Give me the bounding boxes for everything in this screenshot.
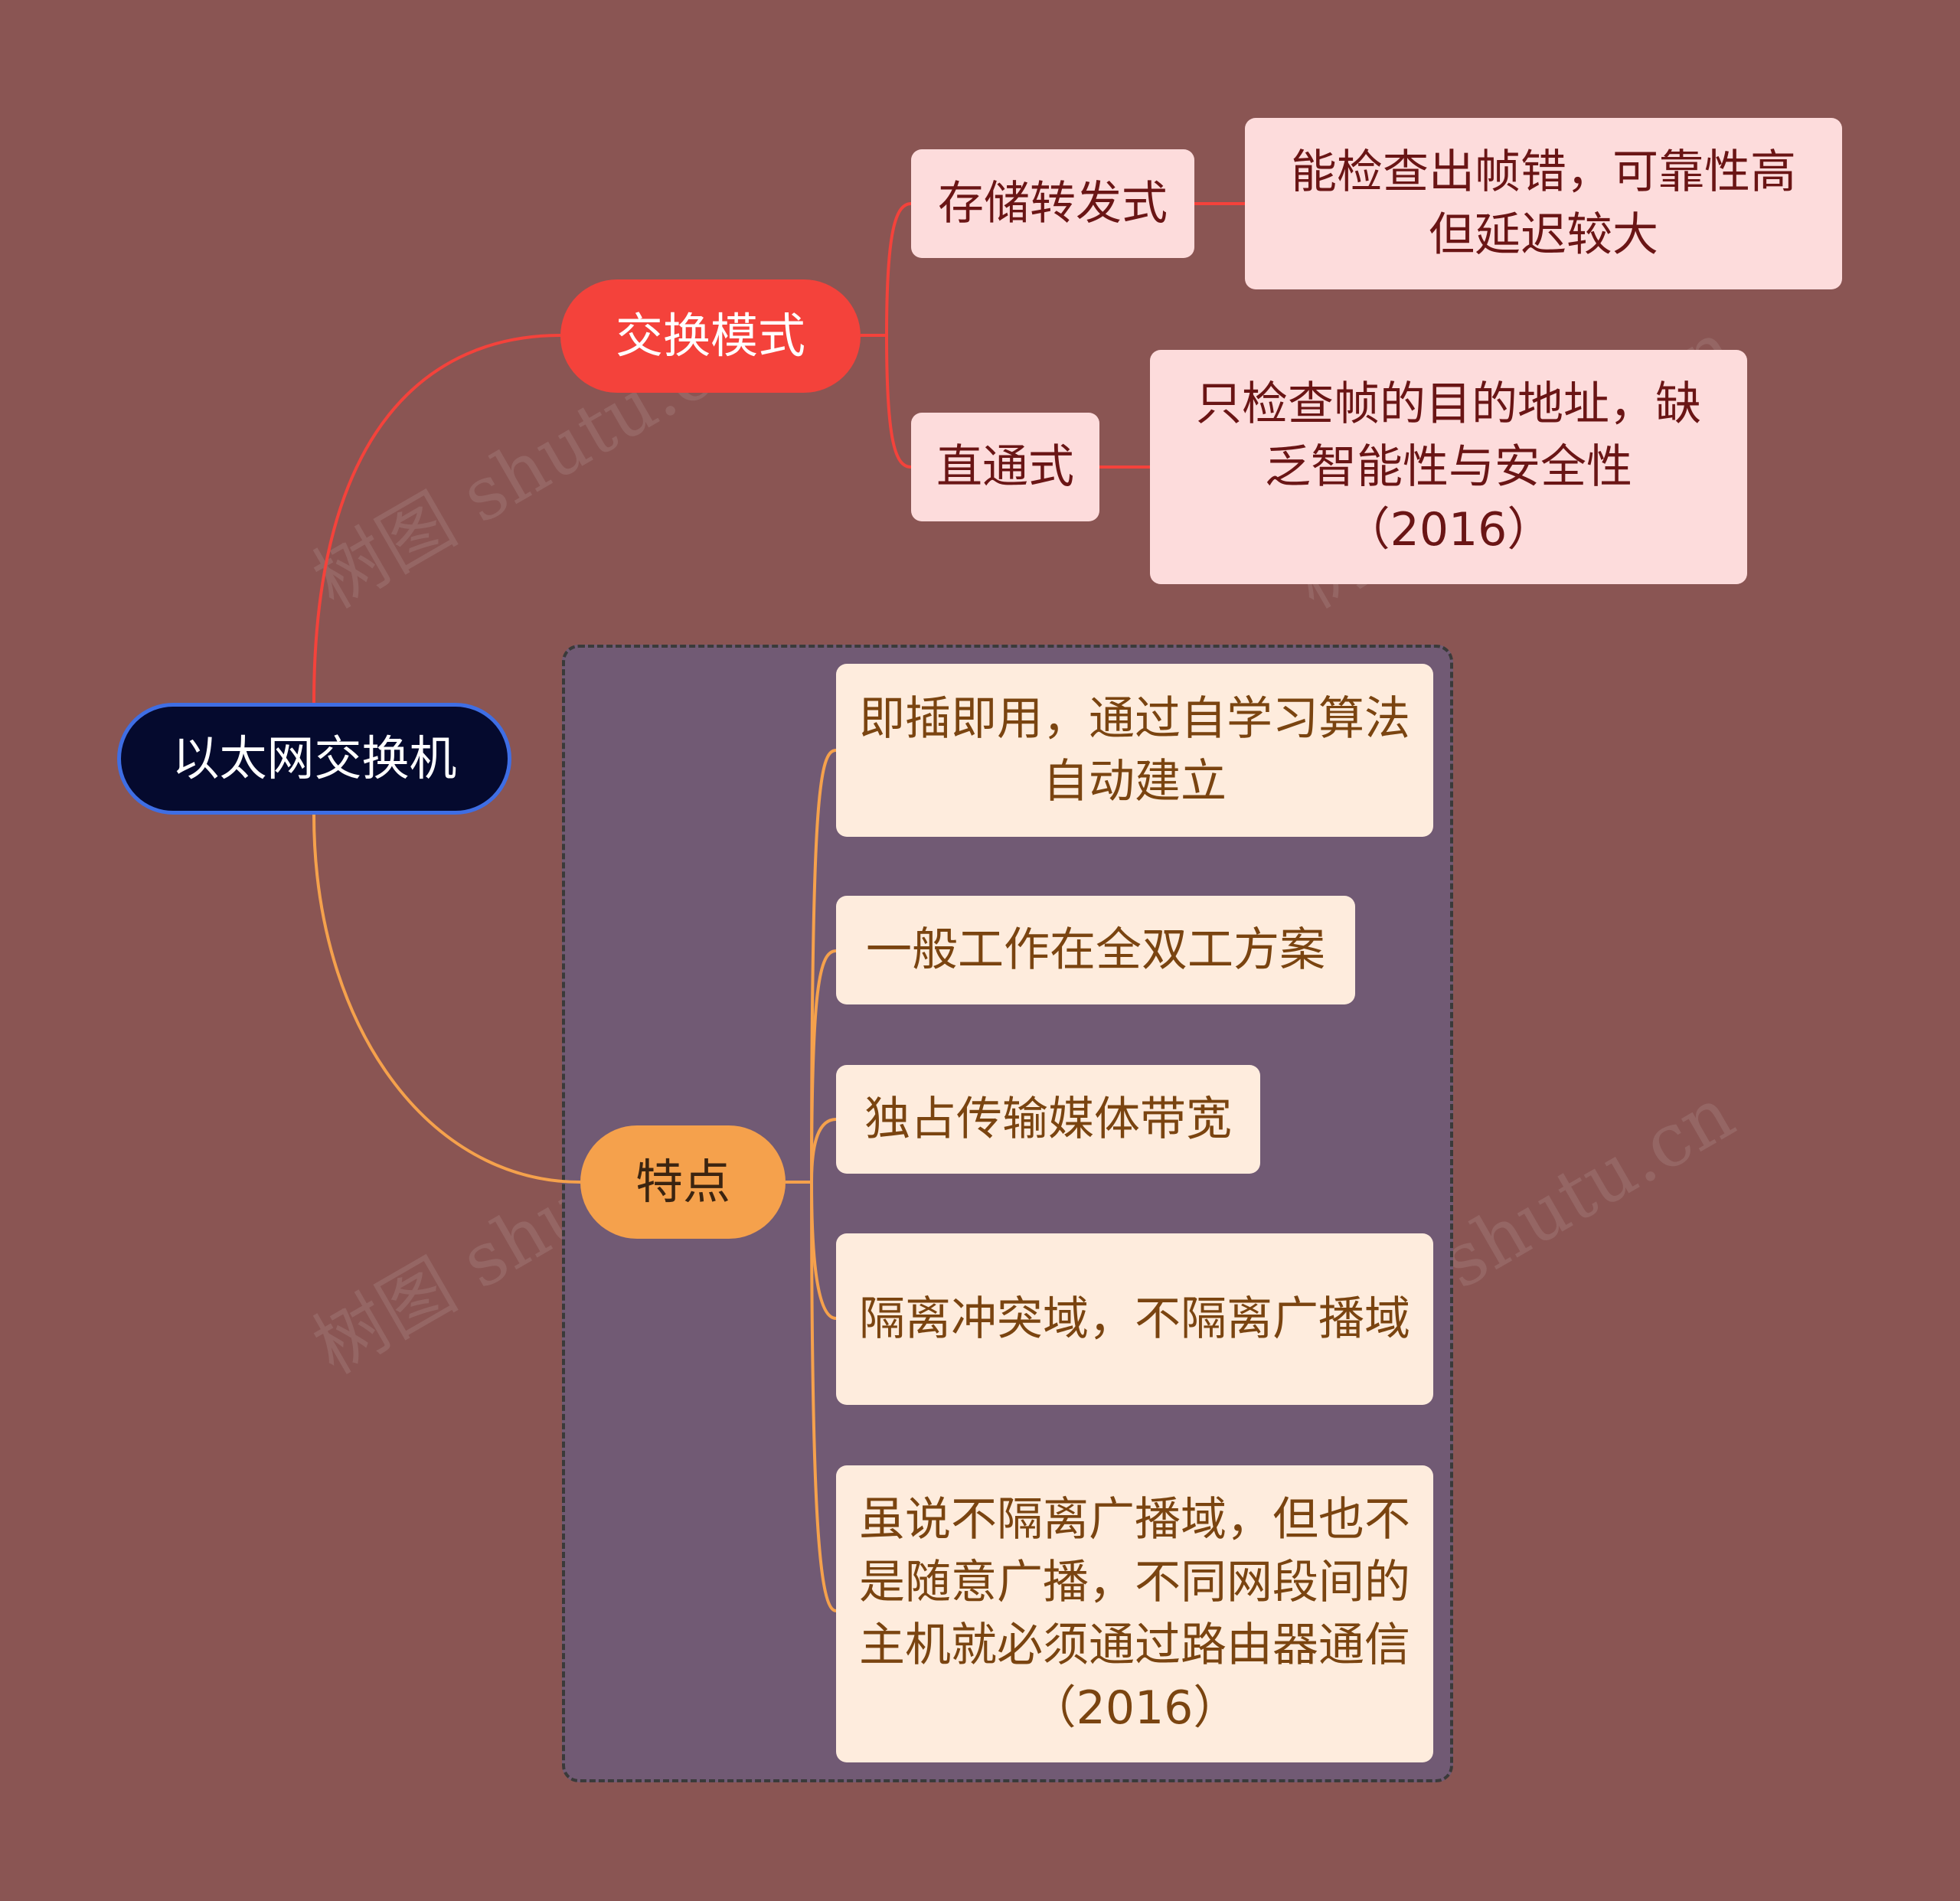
feature-item[interactable]: 隔离冲突域，不隔离广播域: [836, 1233, 1433, 1405]
branch-label: 交换模式: [615, 308, 805, 364]
node-label: 隔离冲突域，不隔离广播域: [859, 1292, 1410, 1346]
node-label: 直通式: [936, 440, 1074, 494]
feature-item[interactable]: 虽说不隔离广播域，但也不是随意广播，不同网段间的主机就必须通过路由器通信（201…: [836, 1465, 1433, 1762]
node-label: 一般工作在全双工方案: [866, 923, 1325, 977]
branch-features[interactable]: 特点: [580, 1125, 786, 1239]
mode-store-and-forward-detail[interactable]: 能检查出帧错，可靠性高但延迟较大: [1245, 118, 1842, 289]
branch-switching-mode[interactable]: 交换模式: [560, 279, 861, 393]
node-label: 虽说不隔离广播域，但也不是随意广播，不同网段间的主机就必须通过路由器通信（201…: [859, 1493, 1410, 1735]
root-node[interactable]: 以太网交换机: [117, 703, 511, 815]
node-label: 独占传输媒体带宽: [864, 1093, 1232, 1146]
mode-cut-through-detail[interactable]: 只检查帧的目的地址，缺乏智能性与安全性（2016）: [1150, 350, 1747, 584]
branch-label: 特点: [635, 1154, 730, 1210]
feature-item[interactable]: 一般工作在全双工方案: [836, 896, 1355, 1004]
mode-store-and-forward[interactable]: 存储转发式: [911, 149, 1194, 258]
root-label: 以太网交换机: [172, 730, 457, 786]
mode-cut-through[interactable]: 直通式: [911, 413, 1099, 521]
feature-item[interactable]: 即插即用，通过自学习算法自动建立: [836, 664, 1433, 837]
node-label: 存储转发式: [938, 177, 1168, 230]
node-label: 能检查出帧错，可靠性高但延迟较大: [1291, 145, 1796, 262]
feature-item[interactable]: 独占传输媒体带宽: [836, 1065, 1260, 1174]
node-label: 只检查帧的目的地址，缺乏智能性与安全性（2016）: [1196, 377, 1701, 557]
node-label: 即插即用，通过自学习算法自动建立: [859, 692, 1410, 808]
